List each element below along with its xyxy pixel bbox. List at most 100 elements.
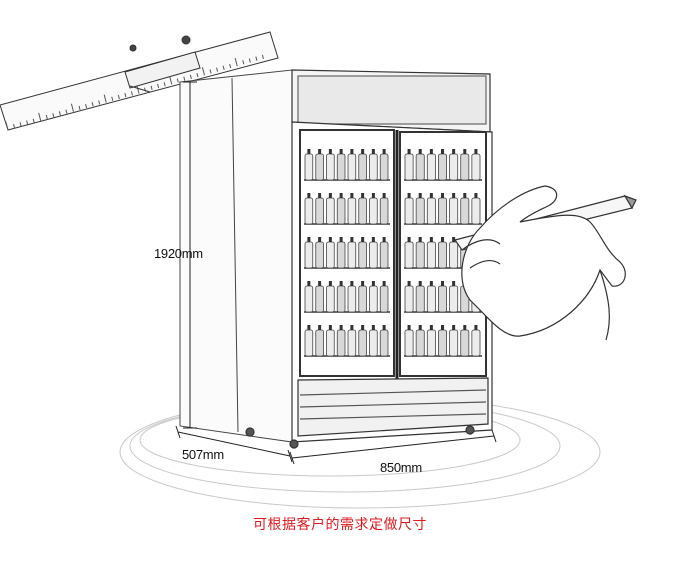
bottle [369,197,378,225]
bottle-cap [361,281,365,286]
bottle [379,197,389,225]
ruler-tick [52,113,55,118]
bottle [326,197,335,225]
bottle [336,197,346,225]
bottle-cap [474,149,478,154]
bottle-cap [361,325,365,330]
bottle [304,329,314,357]
ruler-tick [150,85,153,90]
bottle-cap [328,281,332,286]
bottle [460,153,470,181]
bottle-cap [371,281,375,286]
bottle [415,197,425,225]
bottle-cap [407,237,411,242]
bottle [315,241,324,269]
bottle-cap [452,237,456,242]
bottle [404,329,414,357]
bottle [358,329,367,357]
ruler-tick [255,56,258,61]
ruler-tick [130,91,133,96]
bottle [438,153,447,181]
bottle [347,153,357,181]
ruler-tick [176,78,179,83]
bottle-cap [307,193,311,198]
bottle-cap [452,281,456,286]
bottle-shelves [304,149,482,357]
bottle-cap [318,281,322,286]
bottle-cap [441,281,444,286]
ruler-tick [91,102,94,107]
bottle-cap [463,149,467,154]
bottle [326,329,335,357]
bottle [315,285,324,313]
hand-holding-pencil-icon [454,185,637,341]
ruler-tick [70,103,74,112]
bottle [471,329,481,357]
bottle [449,153,459,181]
ruler-tick [183,76,186,81]
ruler-tick [157,83,160,89]
bottle [426,153,436,181]
bottle [326,241,335,269]
bottle-cap [429,281,433,286]
bottle-cap [463,325,467,330]
bottle-cap [407,325,411,330]
bottle-cap [418,325,422,330]
bottle [460,197,470,225]
ruler-tick [222,65,225,70]
bottle [404,197,414,225]
bottle [426,285,436,313]
bottle [304,285,314,313]
bottle [404,153,414,181]
bottle-cap [307,149,311,154]
bottle-cap [318,149,322,154]
bottle [438,241,447,269]
bottle-cap [318,237,322,242]
bottle-cap [418,149,422,154]
bottle-cap [371,237,375,242]
bottle [358,285,367,313]
bottle-cap [328,193,332,198]
bottle-cap [371,193,375,198]
bottle [449,241,459,269]
bottle-cap [382,281,386,286]
bottle [304,153,314,181]
ruler-tick [117,94,120,100]
bottle-cap [318,325,322,330]
bottle-cap [463,193,467,198]
bottle [449,285,459,313]
bottle-cap [407,149,411,154]
bottle-cap [407,193,411,198]
bottle [471,153,481,181]
ruler-tick [78,105,81,111]
bottle-cap [371,149,375,154]
bottle [369,153,378,181]
ruler-tick [189,74,192,80]
bottle [379,241,389,269]
bottle [315,153,324,181]
bottle [379,329,389,357]
bottle-cap [441,193,444,198]
ruler-tick [45,114,48,120]
bottle [438,329,447,357]
bottle-cap [318,193,322,198]
bottle [369,329,378,357]
ruler-tick [216,67,219,72]
bottle-cap [361,149,365,154]
bottle-cap [328,149,332,154]
bottle [304,197,314,225]
ruler-tick [242,60,245,65]
bottle [336,329,346,357]
bottle-cap [418,281,422,286]
bottle [347,241,357,269]
bottle-cap [441,149,444,154]
dimension-lines [175,81,497,465]
bottle [438,285,447,313]
depth-dimension-label: 507mm [182,447,224,462]
ruler-tick [169,76,173,85]
bottle [336,241,346,269]
bottle [326,285,335,313]
ruler-icon [0,31,279,131]
bottle-cap [418,237,422,242]
